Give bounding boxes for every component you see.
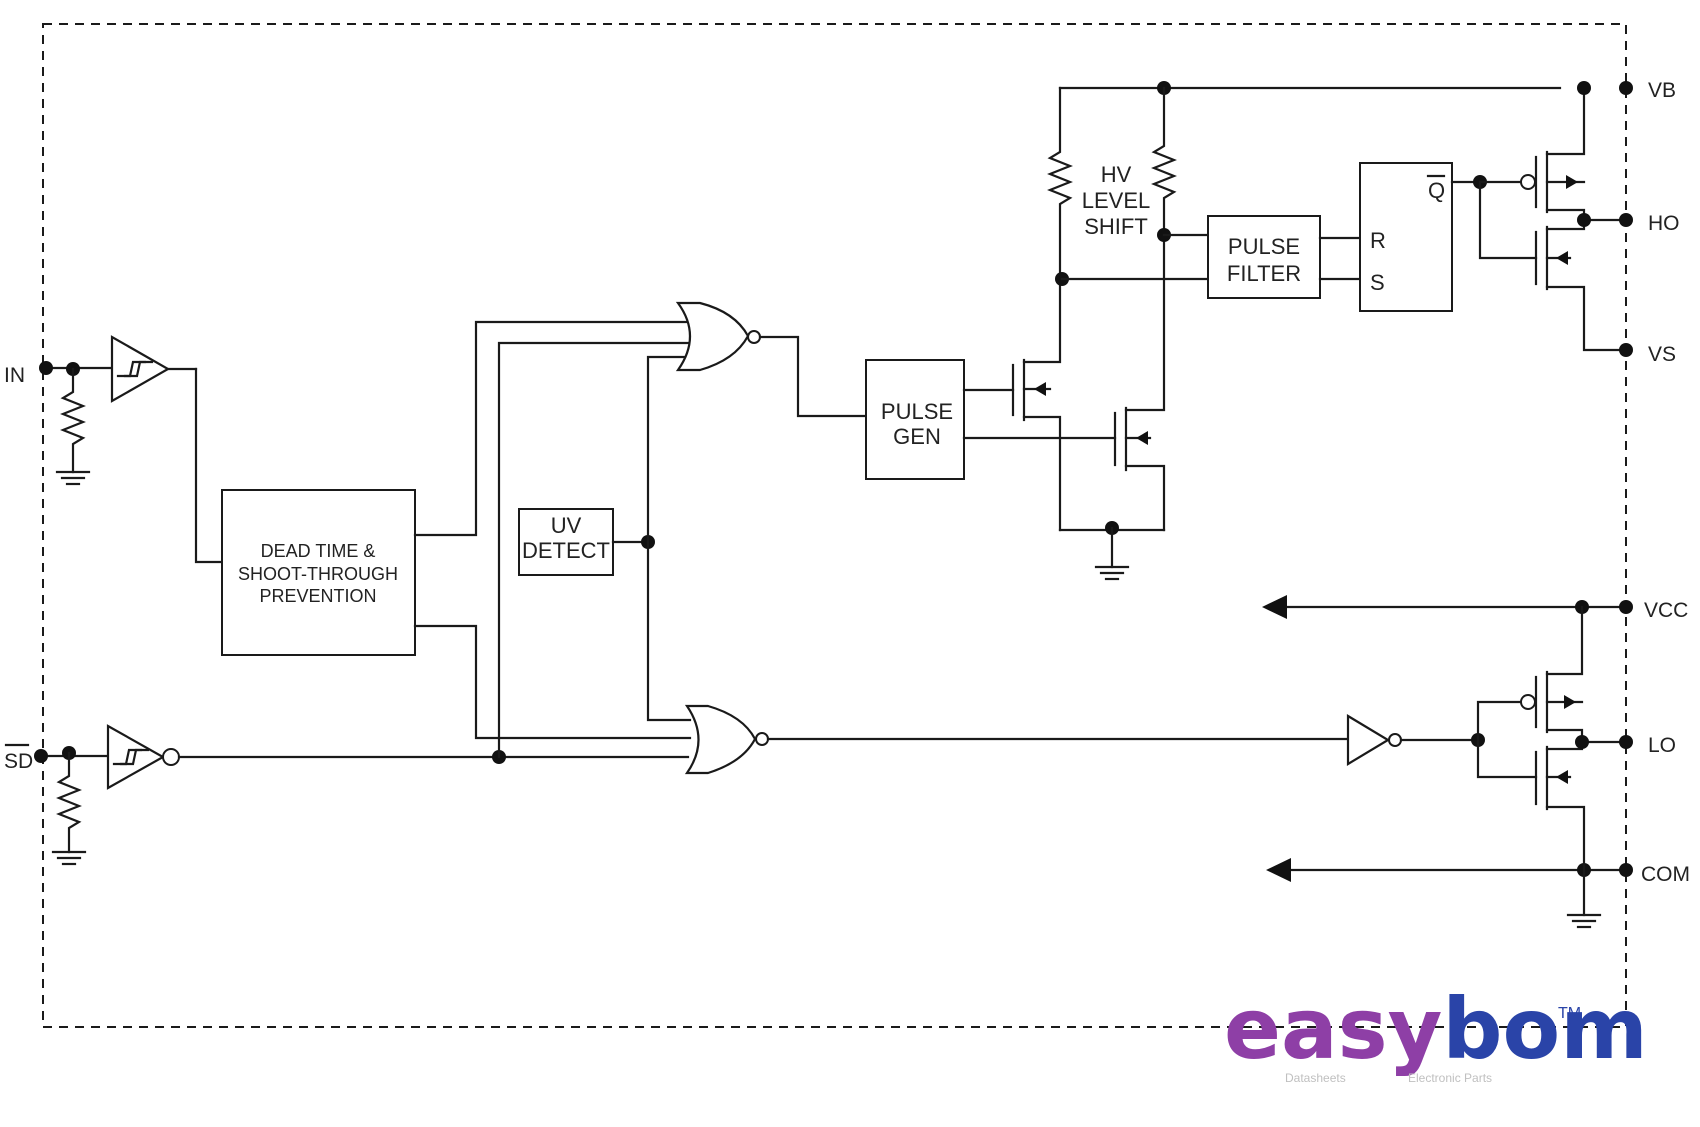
logo-tag-left: Datasheets <box>1285 1071 1346 1085</box>
uv-detect-block: UV DETECT <box>518 508 614 576</box>
pin-label-vcc: VCC <box>1644 599 1688 622</box>
pin-label-in: IN <box>4 364 25 387</box>
dead-time-block: DEAD TIME & SHOOT-THROUGH PREVENTION <box>221 489 416 656</box>
sd-input-stage <box>34 724 690 866</box>
logo-easy-text: easybom <box>1224 980 1648 1078</box>
pulse-gen-block: PULSE GEN <box>865 359 965 480</box>
dead-time-line-3: PREVENTION <box>259 586 376 606</box>
ho-pin-dot[interactable] <box>1619 213 1633 227</box>
pin-label-vb: VB <box>1648 79 1676 102</box>
low-side-output-stage <box>1346 605 1628 872</box>
com-pin-dot[interactable] <box>1619 863 1633 877</box>
pin-label-vs: VS <box>1648 343 1676 366</box>
level-shift-mosfet-2 <box>1113 235 1166 532</box>
pin-label-ho: HO <box>1648 212 1680 235</box>
level-shift-mosfet-1 <box>1011 276 1062 532</box>
hv-level-shift-line-1: HV <box>1101 162 1132 187</box>
low-side-inverter <box>1346 714 1391 766</box>
com-arrow-icon <box>1266 858 1291 882</box>
pulse-filter-block: PULSE FILTER <box>1207 215 1321 299</box>
uv-detect-line-1: UV <box>551 513 582 538</box>
rs-flip-flop: R S Q <box>1359 162 1453 312</box>
easybom-logo: easybom TM Datasheets Electronic Parts <box>1224 980 1648 1085</box>
upper-nor-gate <box>675 301 761 372</box>
pulse-filter-line-1: PULSE <box>1228 234 1300 259</box>
ff-s-label: S <box>1370 270 1385 295</box>
logo-trademark: TM <box>1558 1005 1581 1022</box>
vs-pin-dot[interactable] <box>1619 343 1633 357</box>
pulse-gen-line-1: PULSE <box>881 399 953 424</box>
in-schmitt-buffer <box>110 335 171 403</box>
pin-label-com: COM <box>1641 863 1690 886</box>
pin-label-sd: SD <box>4 750 33 773</box>
ff-r-label: R <box>1370 228 1386 253</box>
dead-time-line-2: SHOOT-THROUGH <box>238 564 398 584</box>
vb-pin-dot[interactable] <box>1619 81 1633 95</box>
hv-level-shift-line-2: LEVEL <box>1082 188 1151 213</box>
pin-label-lo: LO <box>1648 734 1676 757</box>
sd-pin-dot[interactable] <box>34 749 48 763</box>
logo-tag-right: Electronic Parts <box>1408 1071 1492 1085</box>
pulse-filter-line-2: FILTER <box>1227 261 1301 286</box>
in-input-stage <box>39 335 224 564</box>
uv-detect-line-2: DETECT <box>522 538 610 563</box>
vcc-arrow-icon <box>1262 595 1287 619</box>
hv-level-shift-line-3: SHIFT <box>1084 214 1148 239</box>
vcc-pin-dot[interactable] <box>1619 600 1633 614</box>
high-side-output-stage <box>1478 81 1628 352</box>
ff-qbar-label: Q <box>1428 178 1445 203</box>
dead-time-line-1: DEAD TIME & <box>261 541 376 561</box>
pulse-gen-line-2: GEN <box>893 424 941 449</box>
ic-boundary <box>42 23 1627 1028</box>
lo-pin-dot[interactable] <box>1619 735 1633 749</box>
in-pin-dot[interactable] <box>39 361 53 375</box>
lower-nor-gate <box>684 704 769 775</box>
